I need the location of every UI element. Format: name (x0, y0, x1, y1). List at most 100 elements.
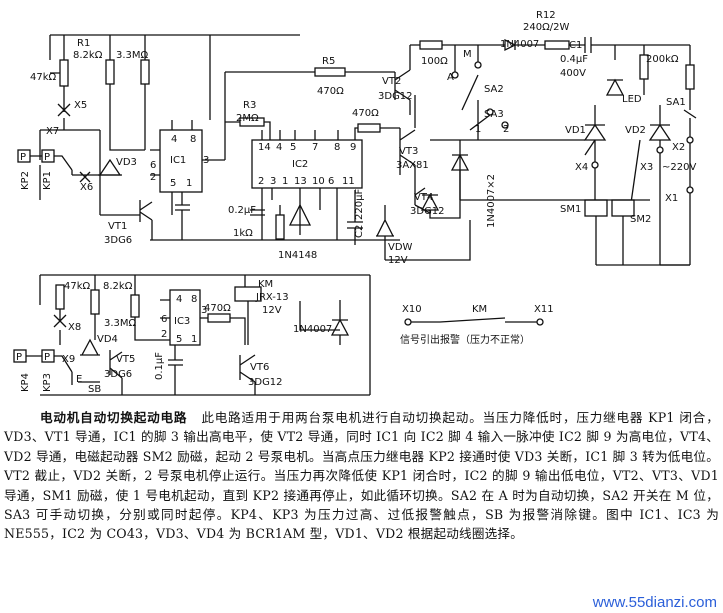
label-vt3-type: 3AX81 (396, 160, 429, 171)
label-ic2-pin3: 3 (270, 176, 276, 187)
label-kp3: KP3 (42, 373, 53, 392)
ic3-section (13, 274, 371, 396)
label-x5: X5 (74, 100, 87, 111)
label-kp2: KP2 (20, 171, 31, 190)
ic2-chip (251, 139, 363, 189)
label-sa1: SA1 (666, 97, 686, 108)
label-sm1: SM1 (560, 204, 581, 215)
label-p3: P (16, 352, 22, 363)
label-ic1-pin5: 5 (170, 178, 176, 189)
label-ic1-pin1: 1 (186, 178, 192, 189)
circuit-description: 电动机自动切换起动电路此电路适用于用两台泵电机进行自动切换起动。当压力降低时，压… (4, 408, 719, 544)
label-1n4007-b: 1N4007 (293, 324, 332, 335)
label-x11: X11 (534, 304, 554, 315)
label-ic2-pin9: 9 (350, 142, 356, 153)
label-vt4: VT4 (414, 192, 433, 203)
label-ic1-pin4: 4 (171, 134, 177, 145)
label-x9: X9 (62, 354, 75, 365)
label-p4: P (44, 352, 50, 363)
label-vt4-type: 3DG12 (410, 206, 445, 217)
ic3-chip (169, 289, 201, 346)
label-r5: R5 (322, 56, 335, 67)
label-c2: C2 (354, 225, 365, 238)
label-r1-value: 8.2kΩ (73, 50, 103, 61)
label-led: LED (622, 94, 642, 105)
label-sa2: SA2 (484, 84, 504, 95)
label-r12-value: 240Ω/2W (523, 22, 569, 33)
label-ic2-pin6: 6 (328, 176, 334, 187)
label-1n4007x2: 1N4007×2 (486, 174, 497, 228)
ground-rail (150, 220, 471, 261)
label-vt3: VT3 (399, 146, 418, 157)
label-vt1: VT1 (108, 221, 127, 232)
label-vd1: VD1 (565, 125, 586, 136)
label-ic3-pin8: 8 (191, 294, 197, 305)
label-ic2-pin13: 13 (294, 176, 307, 187)
description-body: 此电路适用于用两台泵电机进行自动切换起动。当压力降低时，压力继电器 KP1 闭合… (4, 410, 719, 542)
label-e: E (76, 374, 82, 385)
label-jrx13: JRX-13 (255, 292, 289, 303)
label-x8: X8 (68, 322, 81, 333)
label-x10: X10 (402, 304, 422, 315)
label-12v: 12V (262, 305, 282, 316)
label-x4: X4 (575, 162, 588, 173)
schematic-labels: R1 8.2kΩ 3.3MΩ 47kΩ X5 X7 P P KP2 KP1 X6… (16, 10, 696, 395)
alarm-contact (404, 317, 544, 326)
label-vt5-type: 3DG6 (104, 369, 132, 380)
label-kp1: KP1 (42, 171, 53, 190)
label-ic1-pin6: 6 (150, 160, 156, 171)
label-ic2-pin1: 1 (282, 176, 288, 187)
label-pot2: 47kΩ (64, 281, 91, 292)
label-ic2-pin8: 8 (334, 142, 340, 153)
label-p1: P (20, 152, 26, 163)
label-x3: X3 (640, 162, 653, 173)
label-sa3-pos2: 2 (503, 124, 509, 135)
mains-section (430, 37, 697, 266)
label-r3-value: 2MΩ (236, 113, 259, 124)
label-ic2-pin14: 14 (258, 142, 271, 153)
label-r470: 470Ω (352, 108, 379, 119)
label-ic3-pin3: 3 (201, 305, 207, 316)
label-x7: X7 (46, 126, 59, 137)
label-ic1-pin3: 3 (203, 155, 209, 166)
description-title: 电动机自动切换起动电路 (40, 410, 188, 425)
label-x2: X2 (672, 142, 685, 153)
label-ic3-pin4: 4 (176, 294, 182, 305)
label-r12: R12 (536, 10, 556, 21)
label-sb: SB (88, 384, 101, 395)
label-vt6-type: 3DG12 (248, 377, 283, 388)
label-220v: ~220V (662, 162, 696, 173)
label-vt5: VT5 (116, 354, 135, 365)
label-kp4: KP4 (20, 373, 31, 392)
label-vd2: VD2 (625, 125, 646, 136)
label-r1: R1 (77, 38, 90, 49)
label-c1: C1 (569, 40, 582, 51)
label-sa3-pos1: 1 (475, 124, 481, 135)
label-r-3-3m-b: 3.3MΩ (104, 318, 137, 329)
label-vdw-value: 12V (388, 255, 408, 266)
label-vdw: VDW (388, 242, 413, 253)
label-ic2-pin4: 4 (276, 142, 282, 153)
label-ic2-pin10: 10 (312, 176, 325, 187)
label-ic2-pin2: 2 (258, 176, 264, 187)
label-c-0-1uf: 0.1μF (154, 352, 165, 380)
label-c2-value: 220μF (354, 189, 365, 220)
label-km-contact: KM (472, 304, 487, 315)
label-ic2-pin11: 11 (342, 176, 355, 187)
label-c1-value1: 0.4μF (560, 54, 588, 65)
label-vd3: VD3 (116, 157, 137, 168)
label-vd4: VD4 (97, 334, 118, 345)
label-ic2: IC2 (292, 159, 308, 170)
label-r100: 100Ω (421, 56, 448, 67)
watermark: www.55dianzi.com (592, 594, 717, 611)
label-x1: X1 (665, 193, 678, 204)
label-r200k: 200kΩ (646, 54, 679, 65)
label-ic2-pin5: 5 (290, 142, 296, 153)
label-x6: X6 (80, 182, 93, 193)
label-ic3-pin1: 1 (191, 334, 197, 345)
label-c1-value2: 400V (560, 68, 586, 79)
driver-section (394, 40, 509, 219)
ic1-chip (159, 129, 203, 193)
ic1-section (17, 34, 300, 240)
label-r-8-2k: 8.2kΩ (103, 281, 133, 292)
